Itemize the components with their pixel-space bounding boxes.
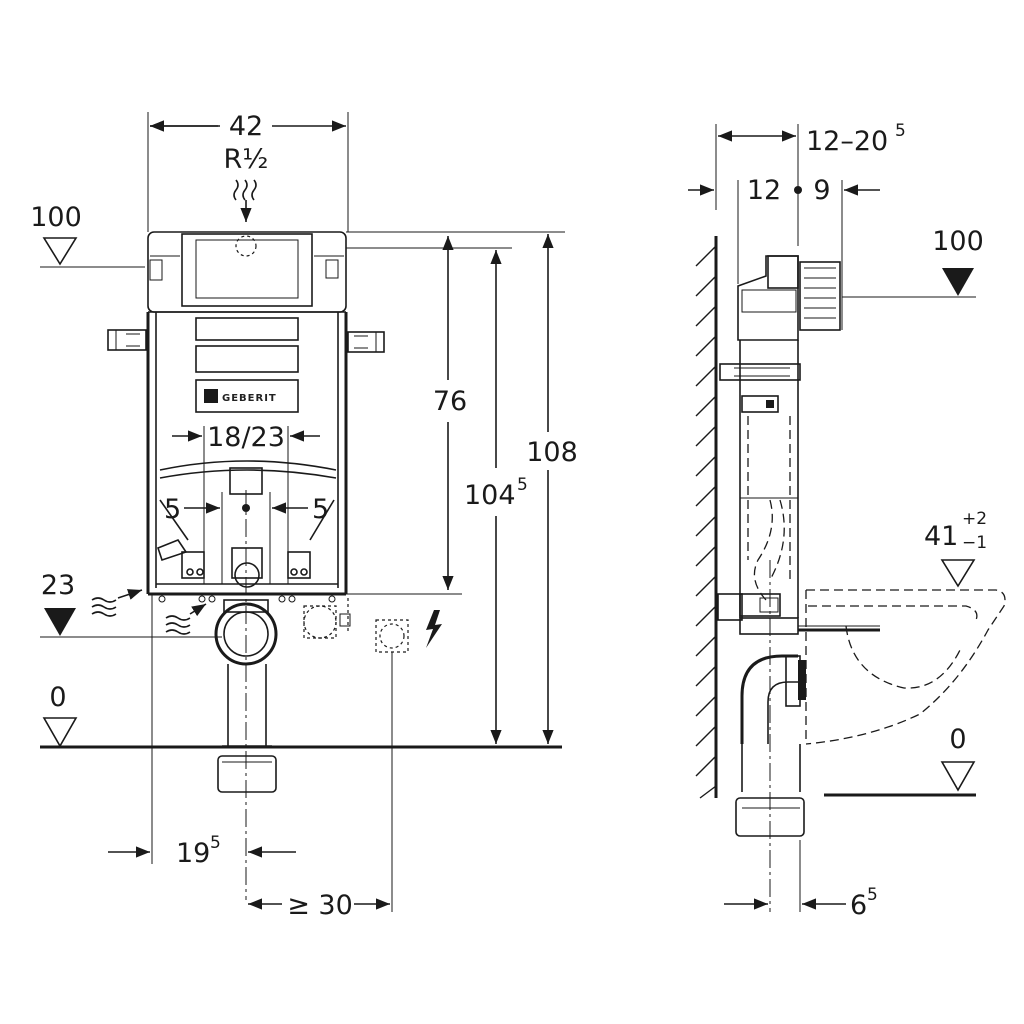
bowl-tol-minus: −1: [962, 533, 987, 553]
level-0-label: 0: [49, 682, 66, 713]
wall-hatch-icon: [695, 236, 718, 799]
offset-right-label: 5: [312, 494, 329, 525]
height-104-label: 104: [464, 480, 516, 511]
bottom-dimensions: 19 5 ≥ 30: [108, 594, 390, 921]
level-23-marker: 23: [40, 570, 222, 638]
floor-level: 0: [40, 682, 562, 749]
side-floor-level: 0: [824, 724, 976, 797]
depth-a-label: 12: [747, 175, 781, 206]
water-supply-icon: [233, 179, 257, 201]
electrical-icon: [426, 610, 442, 648]
width-dimension: 42: [147, 111, 349, 232]
socket-distance-label: ≥ 30: [287, 890, 353, 921]
level-100-marker: 100: [842, 226, 984, 298]
water-supply-icon: [91, 597, 117, 617]
side-view: 12–20 5 12 9: [688, 121, 1006, 921]
side-drain-pipe: [735, 560, 806, 912]
height-76-label: 76: [433, 386, 467, 417]
depth-dimensions: 12–20 5 12 9: [688, 121, 906, 330]
offset-dimensions: 5 5: [164, 490, 329, 900]
drain-offset-sup: 5: [210, 833, 221, 853]
depth-b-label: 9: [813, 175, 830, 206]
depth-range-sup: 5: [895, 121, 906, 141]
frame-side: [717, 255, 880, 635]
side-level-0-label: 0: [949, 724, 966, 755]
bowl-height-marker: 41 +2 −1: [924, 509, 987, 588]
height-104-sup: 5: [517, 475, 528, 495]
width-label: 42: [229, 111, 263, 142]
toilet-bowl: [805, 589, 1006, 745]
connection-label: R½: [224, 144, 269, 175]
spacing-dimension: 18/23: [172, 422, 320, 584]
water-connection: R½: [224, 144, 269, 222]
side-bottom-dimension: 6 5: [724, 885, 878, 921]
water-supply-icon: [165, 615, 191, 635]
side-drain-offset-sup: 5: [867, 885, 878, 905]
drain-offset-label: 19: [176, 838, 210, 869]
bowl-tol-plus: +2: [962, 509, 987, 529]
offset-left-label: 5: [164, 494, 181, 525]
depth-range-label: 12–20: [806, 126, 888, 157]
cistern-frame: [147, 231, 565, 313]
height-108-label: 108: [526, 437, 578, 468]
bowl-height-label: 41: [924, 521, 958, 552]
level-marker-icon: 100: [30, 202, 145, 268]
side-level-100-label: 100: [932, 226, 984, 257]
electrical-socket: [375, 610, 442, 912]
spacing-label: 18/23: [207, 422, 285, 453]
side-drain-offset-label: 6: [850, 890, 867, 921]
brand-logo: GEBERIT: [222, 393, 277, 404]
drain-pipe: [214, 598, 351, 793]
height-dimensions: 76 104 5 108: [346, 234, 578, 744]
level-100-label: 100: [30, 202, 82, 233]
front-view: 42 R½ 100: [30, 111, 578, 921]
level-23-label: 23: [41, 570, 75, 601]
